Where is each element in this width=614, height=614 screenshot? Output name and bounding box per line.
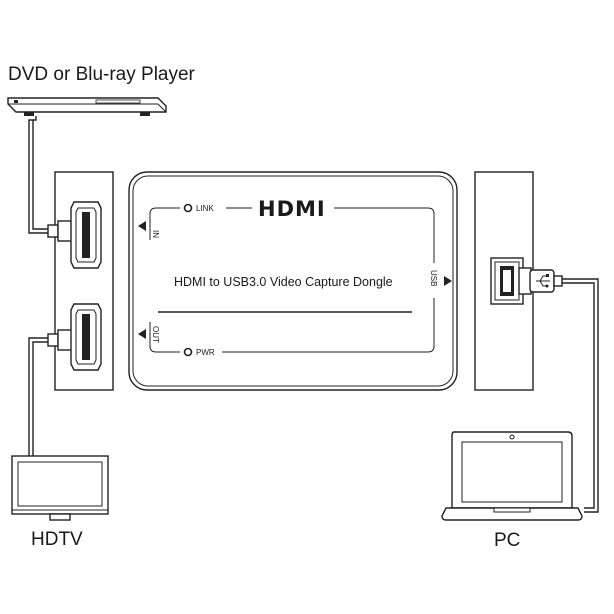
- capture-dongle-body: [128, 171, 458, 391]
- usb-plug-icon: [529, 269, 563, 293]
- usb-port-label: USB: [429, 270, 438, 286]
- product-name: HDMI to USB3.0 Video Capture Dongle: [174, 275, 393, 289]
- usb-arrow-icon: [444, 276, 452, 286]
- out-arrow-icon: [138, 329, 146, 339]
- in-arrow-icon: [138, 221, 146, 231]
- hdmi-in-cable: [28, 116, 55, 234]
- laptop-icon: [441, 431, 583, 521]
- hdmi-logo: HDMI: [258, 197, 326, 221]
- hdmi-out-port: [47, 303, 102, 371]
- source-device-label: DVD or Blu-ray Player: [8, 64, 196, 85]
- link-led-icon: [183, 203, 193, 213]
- in-port-label: IN: [151, 230, 160, 238]
- usb-cable: [562, 278, 599, 513]
- inner-outline-top: [149, 207, 435, 263]
- hdmi-out-cable: [28, 337, 55, 456]
- link-led-label: LINK: [196, 204, 214, 213]
- dvd-player-icon: [7, 97, 167, 116]
- computer-device-label: PC: [494, 530, 520, 551]
- display-device-label: HDTV: [31, 529, 83, 550]
- power-led-icon: [183, 347, 193, 357]
- inner-outline-bottom: [149, 298, 435, 353]
- usb-port: [490, 257, 532, 305]
- hdtv-icon: [11, 455, 109, 521]
- power-led-label: PWR: [196, 348, 215, 357]
- out-port-label: OUT: [151, 326, 160, 343]
- hdmi-in-port: [47, 201, 102, 269]
